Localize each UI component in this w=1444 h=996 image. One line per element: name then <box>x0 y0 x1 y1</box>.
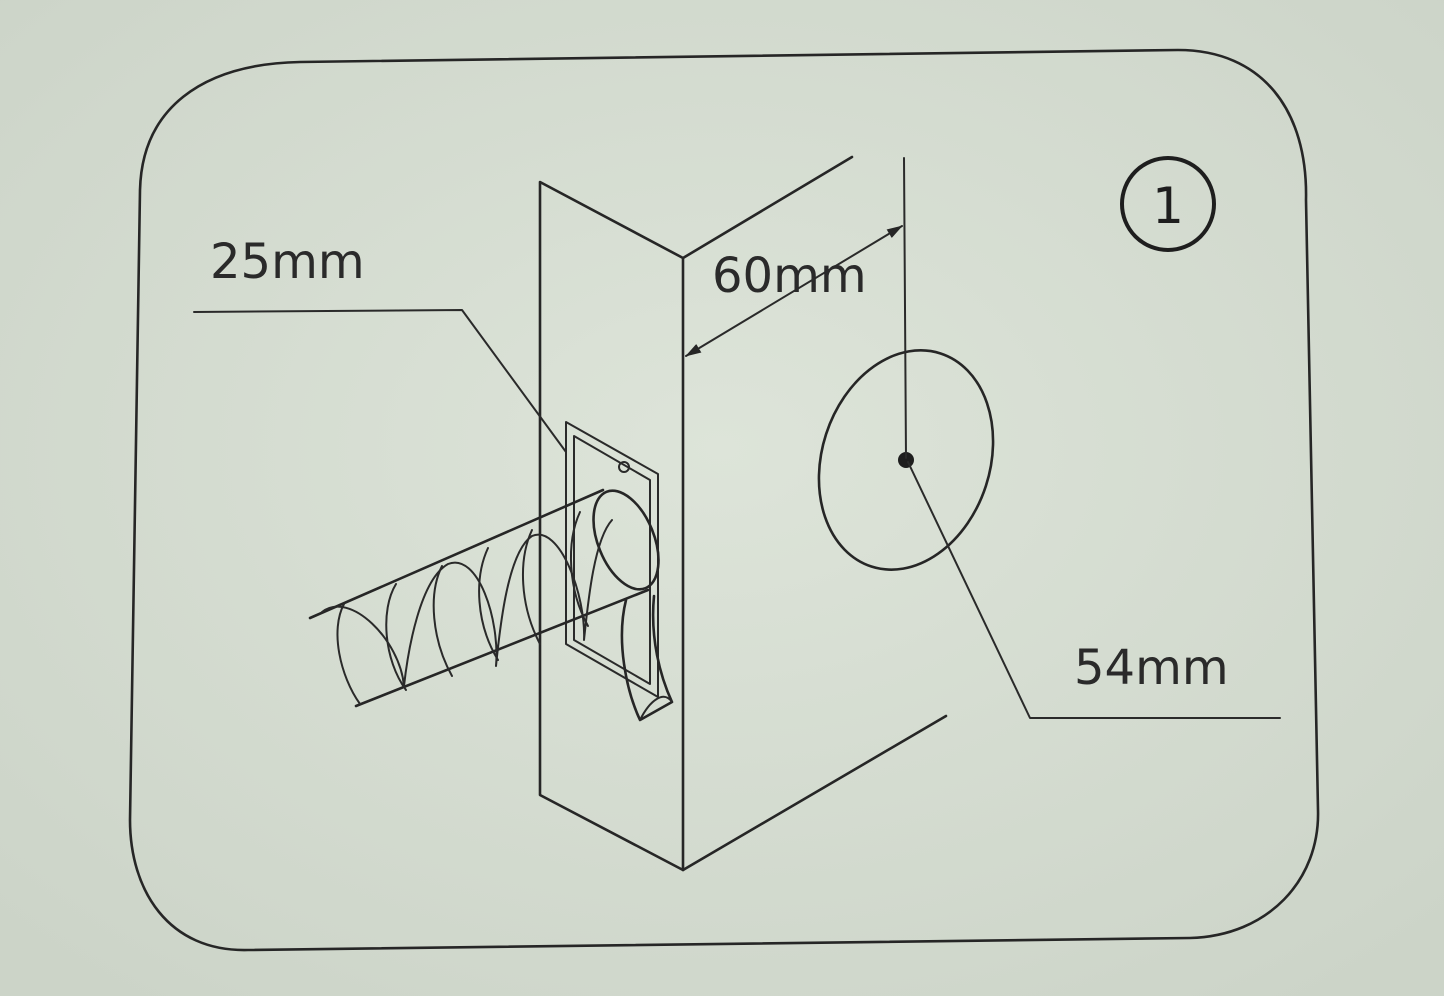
door-face-bottom <box>681 714 948 872</box>
hole-diameter-leader <box>907 461 1281 719</box>
backset-dimension-line <box>685 225 903 357</box>
step-number-text: 1 <box>1152 177 1184 235</box>
latch-faceplate <box>565 421 659 698</box>
step-number-circle <box>1120 156 1216 252</box>
panel-frame <box>128 48 1320 952</box>
hole-diameter-label: 54mm <box>1074 640 1229 696</box>
handle-hole <box>817 349 995 571</box>
faceplate-screw-hole <box>618 461 630 473</box>
backset-label: 60mm <box>712 248 867 304</box>
rod-diameter-leader <box>193 309 567 453</box>
rod-diameter-label: 25mm <box>210 234 365 290</box>
backset-reference-line <box>903 157 907 459</box>
step-number-badge: 1 <box>1120 156 1216 252</box>
